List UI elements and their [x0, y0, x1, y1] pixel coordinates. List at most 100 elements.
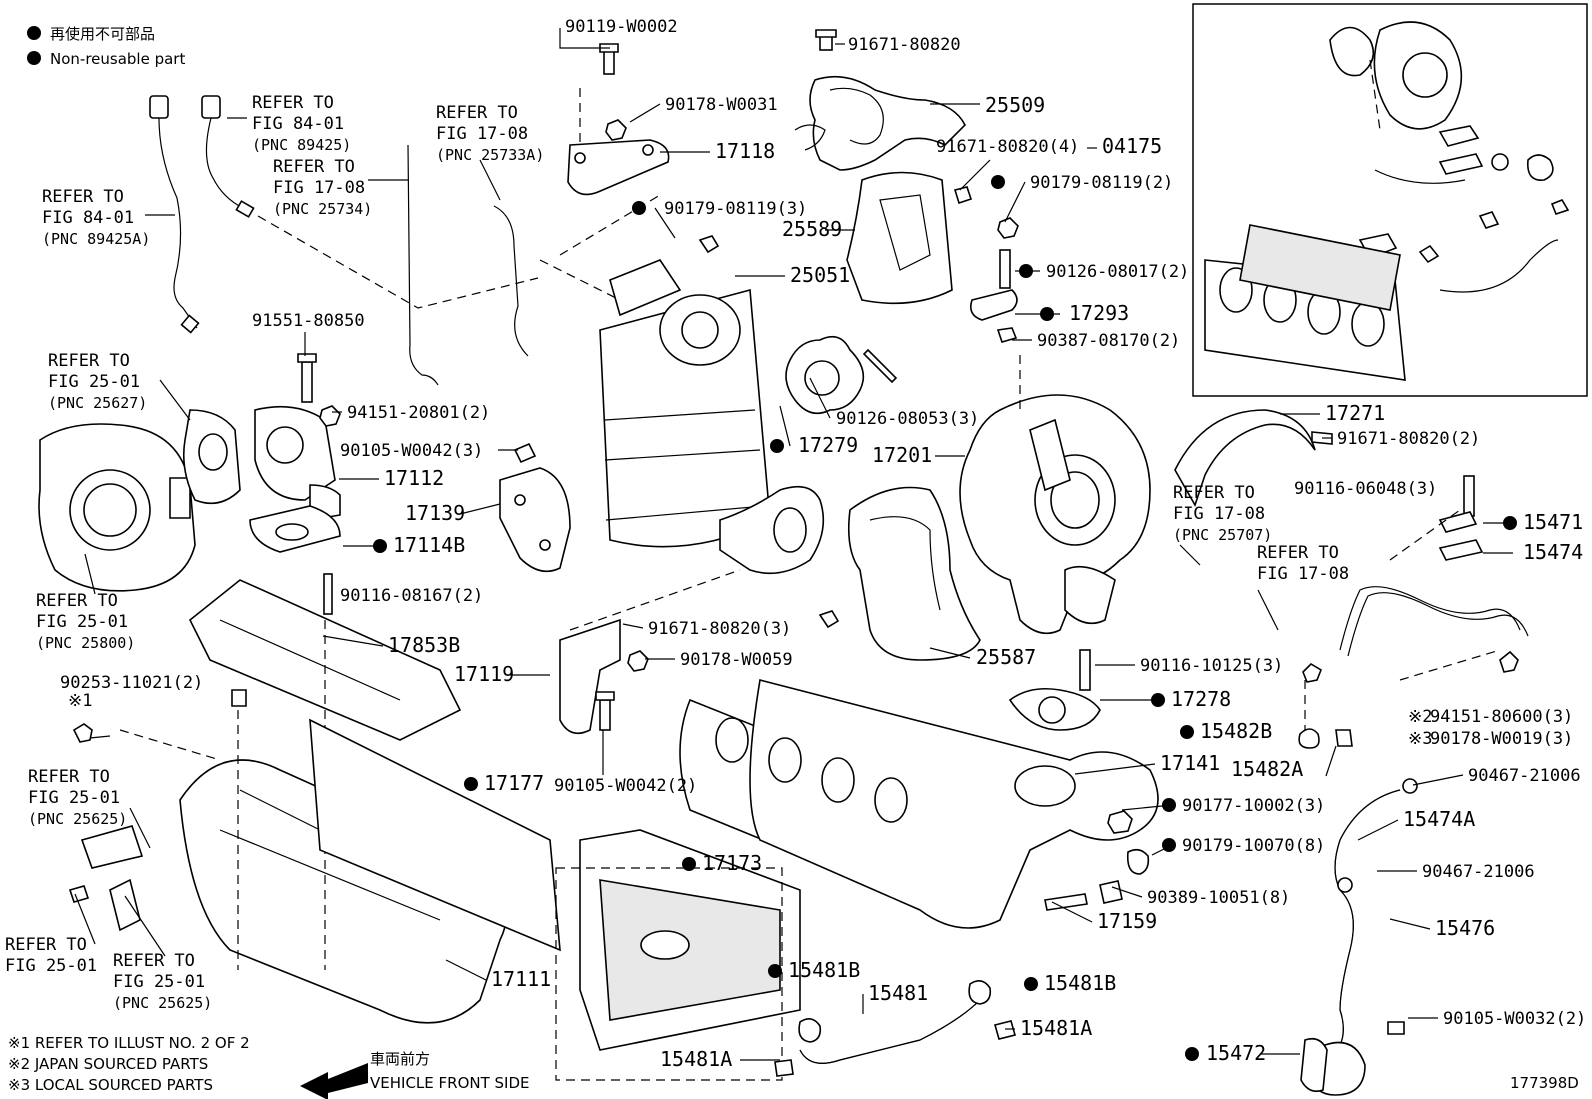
footnote-3: ※3 LOCAL SOURCED PARTS	[8, 1076, 213, 1094]
part-number-label: 91551-80850	[252, 311, 365, 331]
bracket-17118	[567, 43, 670, 196]
refer-note-line: FIG 25-01	[113, 972, 205, 992]
refer-note-line: FIG 25-01	[28, 788, 120, 808]
part-number-label: 90178-W0031	[665, 95, 778, 115]
refer-note-line: REFER TO	[42, 187, 124, 207]
refer-note-line: FIG 17-08	[1257, 564, 1349, 584]
part-number-label: 91671-80820(4)	[936, 137, 1079, 157]
part-number-label: 17278	[1171, 687, 1231, 711]
refer-note-line: FIG 84-01	[252, 114, 344, 134]
insulator-25589	[846, 171, 1019, 343]
part-number-label: 17112	[384, 466, 444, 490]
refer-note-line: FIG 25-01	[48, 372, 140, 392]
refer-note-line: REFER TO	[48, 351, 130, 371]
converter-25051	[539, 194, 825, 575]
figure-id: 177398D	[1510, 1074, 1579, 1092]
refer-note-line: (PNC 89425A)	[42, 230, 150, 248]
part-number-label: 17271	[1325, 401, 1385, 425]
part-number-label: 15481B	[788, 958, 860, 982]
part-number-label: 25589	[782, 217, 842, 241]
footnote-2: ※2 JAPAN SOURCED PARTS	[8, 1055, 208, 1073]
part-number-label: 90467-21006	[1422, 862, 1535, 882]
source-marks: ※1※2※3	[68, 691, 1432, 749]
leader-lines	[74, 28, 1513, 1061]
part-number-label: 94151-80600(3)	[1430, 707, 1573, 727]
exhaust-manifold	[679, 649, 1159, 929]
refer-note-line: (PNC 25707)	[1173, 526, 1272, 544]
part-number-label: 90126-08053(3)	[836, 409, 979, 429]
refer-note-line: FIG 25-01	[36, 612, 128, 632]
sensor-wires	[149, 95, 539, 386]
part-number-label: 17119	[454, 662, 514, 686]
part-number-label: 25587	[976, 645, 1036, 669]
legend: 再使用不可部品 Non-reusable part	[27, 25, 185, 68]
part-number-label: 17173	[702, 851, 762, 875]
refer-note-line: REFER TO	[1173, 483, 1255, 503]
insulator-25587	[818, 486, 981, 661]
part-number-label: 90179-08119(3)	[664, 199, 807, 219]
refer-note-line: (PNC 25627)	[48, 394, 147, 412]
bullet-icon	[27, 26, 41, 40]
part-number-label: 90253-11021(2)	[60, 673, 203, 693]
part-number-label: 15482B	[1200, 719, 1272, 743]
part-number-label: 17139	[405, 501, 465, 525]
refer-note-line: (PNC 25800)	[36, 634, 135, 652]
part-number-label: 17141	[1160, 751, 1220, 775]
inset-gasket-kit	[1192, 3, 1588, 397]
refer-note-line: REFER TO	[28, 767, 110, 787]
part-number-label: 90105-W0032(2)	[1443, 1009, 1586, 1029]
engine-block	[555, 829, 1016, 1081]
front-arrow-icon	[300, 1063, 368, 1099]
part-number-label: 15474A	[1403, 807, 1475, 831]
footnotes: ※1 REFER TO ILLUST NO. 2 OF 2 ※2 JAPAN S…	[8, 1034, 250, 1094]
legend-jp: 再使用不可部品	[50, 25, 155, 43]
part-number-label: 90105-W0042(3)	[340, 441, 483, 461]
refer-note-line: REFER TO	[5, 935, 87, 955]
part-number-label: 17177	[484, 771, 544, 795]
refer-note-line: FIG 17-08	[436, 124, 528, 144]
part-number-label: 90126-08017(2)	[1046, 262, 1189, 282]
part-number-label: 91671-80820(2)	[1337, 429, 1480, 449]
gasket-17279	[785, 335, 898, 415]
bullet-icon	[27, 51, 41, 65]
refer-note-line: FIG 25-01	[5, 956, 97, 976]
part-number-label: 17159	[1097, 909, 1157, 933]
part-number-label: 15471	[1523, 510, 1583, 534]
part-number-label: 15476	[1435, 916, 1495, 940]
part-number-label: 90116-06048(3)	[1294, 479, 1437, 499]
refer-note-line: (PNC 25625)	[28, 810, 127, 828]
oil-pipes	[1298, 475, 1529, 1096]
source-mark: ※3	[1408, 729, 1432, 749]
part-number-label: 17111	[491, 967, 551, 991]
refer-note-line: (PNC 25734)	[273, 200, 372, 218]
turbocharger-17201	[959, 355, 1151, 635]
part-number-label: 17118	[715, 139, 775, 163]
bracket-17139	[499, 467, 571, 573]
refer-note-line: REFER TO	[36, 591, 118, 611]
part-number-label: 25509	[985, 93, 1045, 117]
non-reusable-markers	[373, 175, 1517, 1061]
part-number-label: 90179-10070(8)	[1182, 836, 1325, 856]
part-number-label: 94151-20801(2)	[347, 403, 490, 423]
direction-jp: 車両前方	[370, 1050, 430, 1068]
part-number-label: 15481A	[660, 1047, 732, 1071]
part-number-label: 17114B	[393, 533, 465, 557]
vehicle-front-indicator: 車両前方 VEHICLE FRONT SIDE	[300, 1050, 530, 1099]
insulator-25509	[794, 29, 966, 171]
refer-note-line: (PNC 25625)	[113, 994, 212, 1012]
part-number-label: 17293	[1069, 301, 1129, 325]
direction-en: VEHICLE FRONT SIDE	[370, 1074, 530, 1092]
part-number-label: 90389-10051(8)	[1147, 888, 1290, 908]
part-number-label: 90179-08119(2)	[1030, 173, 1173, 193]
part-number-label: 90177-10002(3)	[1182, 796, 1325, 816]
part-number-label: 15474	[1523, 540, 1583, 564]
part-number-label: 90387-08170(2)	[1037, 331, 1180, 351]
part-number-label: 15472	[1206, 1041, 1266, 1065]
refer-note-line: FIG 17-08	[1173, 504, 1265, 524]
part-number-label: 17279	[798, 433, 858, 457]
part-number-label: 90467-21006	[1468, 766, 1581, 786]
part-number-label: 17201	[872, 443, 932, 467]
refer-note-line: FIG 17-08	[273, 178, 365, 198]
source-mark: ※1	[68, 691, 92, 711]
